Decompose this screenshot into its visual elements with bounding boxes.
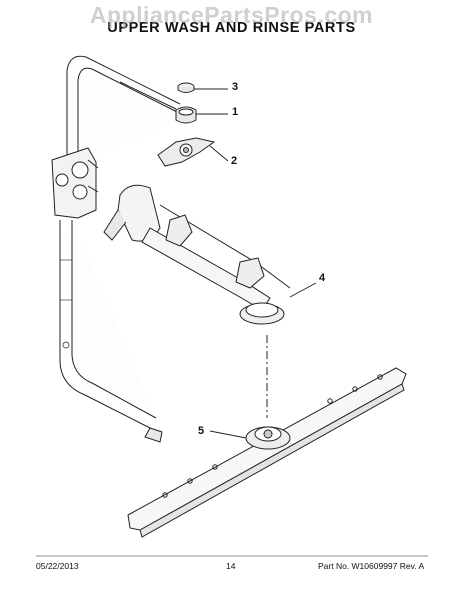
- callout-3: 3: [232, 81, 239, 93]
- supply-tube: [59, 55, 186, 443]
- part-2-bracket: [157, 137, 216, 167]
- callout-2: 2: [231, 155, 238, 167]
- callout-4: 4: [319, 272, 326, 284]
- part-3-cap: [177, 82, 195, 93]
- page-title: UPPER WASH AND RINSE PARTS: [107, 20, 356, 36]
- tube-connector: [51, 147, 99, 219]
- part-5-spray-arm: [127, 367, 407, 538]
- part-4-manifold: [103, 184, 291, 325]
- callout-1: 1: [232, 106, 239, 118]
- footer-part-number: Part No. W10609997 Rev. A: [318, 561, 425, 571]
- footer-page-number: 14: [226, 561, 236, 571]
- callout-5: 5: [198, 425, 205, 437]
- part-1-retainer: [175, 106, 197, 124]
- footer-date: 05/22/2013: [36, 561, 79, 571]
- leader-lines: [194, 88, 317, 439]
